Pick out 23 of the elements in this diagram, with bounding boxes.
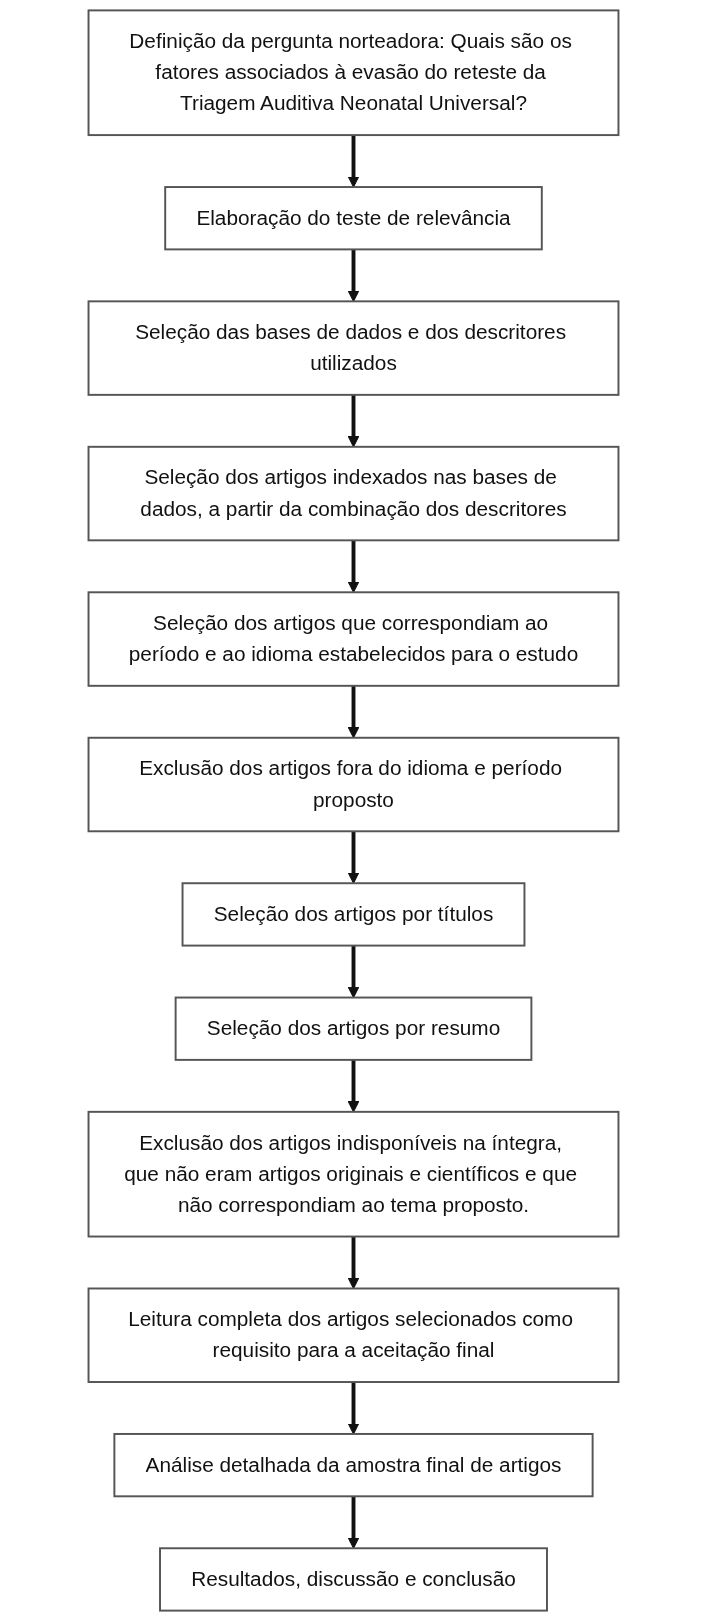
arrow — [347, 1496, 360, 1549]
node-box: Análise detalhada da amostra final de artigos — [113, 1433, 594, 1498]
arrow — [347, 945, 360, 999]
node-box: Exclusão dos artigos indisponíveis na íntegra, que não eram artigos originais e científicos e que não correspondiam ao tema proposto. — [87, 1110, 620, 1238]
arrow — [347, 249, 360, 302]
node-box: Leitura completa dos artigos selecionados como requisito para a aceitação final — [87, 1287, 620, 1383]
arrow — [347, 1059, 360, 1113]
arrow — [347, 685, 360, 739]
node-box: Seleção das bases de dados e dos descritores utilizados — [87, 300, 620, 396]
arrow — [347, 831, 360, 884]
node-box: Elaboração do teste de relevância — [164, 186, 543, 251]
node-box: Seleção dos artigos que correspondiam ao período e ao idioma estabelecidos para o estudo — [87, 591, 620, 687]
node-box: Resultados, discussão e conclusão — [159, 1547, 548, 1612]
arrow — [347, 394, 360, 448]
node-box: Seleção dos artigos por títulos — [181, 882, 526, 947]
arrow — [347, 1382, 360, 1435]
arrow — [347, 135, 360, 188]
node-box: Seleção dos artigos por resumo — [174, 996, 533, 1061]
node-box: Exclusão dos artigos fora do idioma e período proposto — [87, 736, 620, 833]
arrow — [347, 540, 360, 593]
node-box: Seleção dos artigos indexados nas bases de dados, a partir da combinação dos descritores — [87, 445, 620, 542]
arrow — [347, 1236, 360, 1289]
node-box: Definição da pergunta norteadora: Quais são os fatores associados à evasão do reteste da Triagem Auditiva Neonatal Universal? — [87, 9, 620, 137]
